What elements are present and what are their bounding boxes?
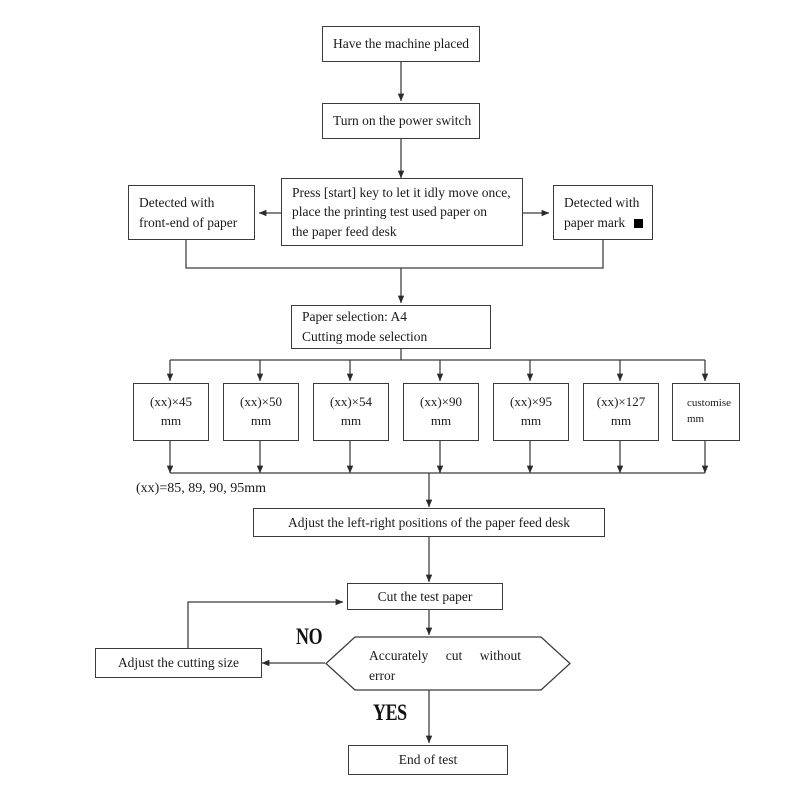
decision-word-3: without [479,648,521,663]
xx-values-note: (xx)=85, 89, 90, 95mm [136,481,266,496]
node-label-line-1: Detected with [139,194,215,210]
node-label-line-2-text: paper mark [564,214,626,230]
node-label-line-2: place the printing test used paper on [292,204,487,220]
node-label-line-1: Press [start] key to let it idly move on… [292,184,511,200]
cutting-mode-size: (xx)×95 [510,394,552,410]
cutting-mode-unit: mm [160,413,182,428]
node-press-start-key[interactable]: Press [start] key to let it idly move on… [281,178,523,246]
node-label: Adjust the left-right positions of the p… [288,514,570,530]
node-label-line-1: Paper selection: A4 [302,309,407,325]
decision-word-1: Accurately [369,648,429,663]
cutting-mode-unit: mm [687,413,705,425]
cutting-mode-size: (xx)×45 [150,394,192,410]
node-detected-front-end-of-paper[interactable]: Detected with front-end of paper [128,185,255,240]
cutting-mode-unit: mm [520,413,542,428]
decision-label-line-2: error [369,668,396,684]
cutting-mode-option-customise[interactable]: customise mm [672,383,740,441]
cutting-mode-option[interactable]: (xx)×54 mm [313,383,389,441]
cutting-mode-unit: mm [250,413,272,428]
node-label-line-2: front-end of paper [139,214,238,230]
cutting-mode-unit: mm [610,413,632,428]
cutting-mode-size: (xx)×54 [330,394,372,410]
black-square-icon [634,218,644,228]
cutting-mode-size: (xx)×127 [596,394,646,410]
node-label-line-2: Cutting mode selection [302,329,428,344]
cutting-mode-option[interactable]: (xx)×95 mm [493,383,569,441]
node-adjust-the-cutting-size[interactable]: Adjust the cutting size [95,648,262,678]
branch-label-yes: YES [373,700,407,725]
node-paper-selection[interactable]: Paper selection: A4 Cutting mode selecti… [291,305,491,349]
branch-label-no: NO [296,624,323,649]
node-cut-the-test-paper[interactable]: Cut the test paper [347,583,503,610]
node-label: End of test [398,752,458,768]
decision-accurately-cut-without-error[interactable]: Accurately cut without error [325,636,571,691]
cutting-mode-option[interactable]: (xx)×50 mm [223,383,299,441]
node-label: Have the machine placed [333,36,470,52]
node-label-line-2: paper mark [564,213,644,233]
cutting-mode-option[interactable]: (xx)×90 mm [403,383,479,441]
cutting-mode-unit: mm [340,413,362,428]
decision-word-2: cut [445,648,463,663]
node-label: Cut the test paper [377,588,473,604]
node-label: Turn on the power switch [333,113,472,129]
node-label-line-3: the paper feed desk [292,223,397,239]
cutting-mode-option[interactable]: (xx)×45 mm [133,383,209,441]
cutting-mode-size: (xx)×50 [240,394,282,410]
cutting-mode-size: customise [687,397,731,410]
cutting-mode-unit: mm [430,413,452,428]
node-have-machine-placed[interactable]: Have the machine placed [322,26,480,62]
node-detected-paper-mark[interactable]: Detected with paper mark [553,185,653,240]
node-label: Adjust the cutting size [117,655,240,671]
cutting-mode-option[interactable]: (xx)×127 mm [583,383,659,441]
node-label-line-1: Detected with [564,194,640,210]
decision-label-line-1: Accurately cut without [369,646,521,666]
node-adjust-left-right-positions[interactable]: Adjust the left-right positions of the p… [253,508,605,537]
node-turn-on-power-switch[interactable]: Turn on the power switch [322,103,480,139]
node-end-of-test[interactable]: End of test [348,745,508,775]
cutting-mode-size: (xx)×90 [420,394,462,410]
